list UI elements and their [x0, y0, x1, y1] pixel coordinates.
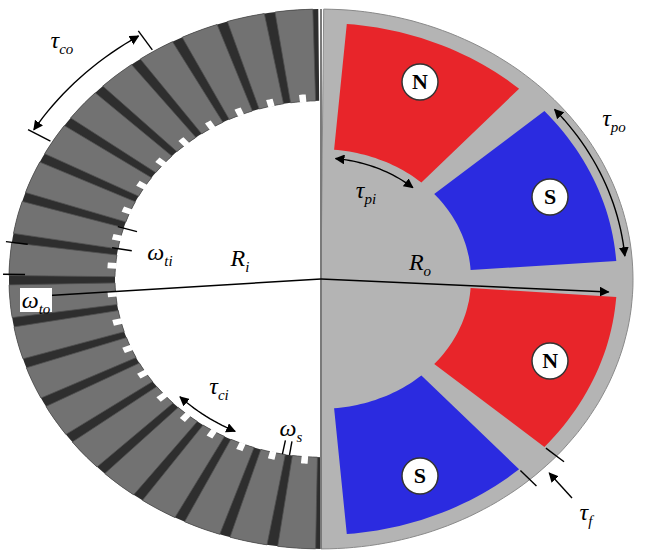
stator-tooth: [278, 456, 318, 549]
tooth-notch: [122, 345, 133, 353]
tooth-notch: [236, 442, 246, 451]
rotor-back-iron: [321, 9, 633, 549]
dimension-symbol: Ri: [231, 246, 250, 270]
tooth-notch: [299, 94, 306, 102]
tooth-notch: [155, 158, 166, 167]
pole-letter: N: [400, 62, 440, 102]
radius-arrow: [321, 279, 609, 292]
pole-circle: N: [400, 62, 440, 102]
tooth-notch: [137, 370, 148, 379]
dimension-symbol: ωto: [20, 288, 53, 312]
stator-tooth: [9, 283, 117, 318]
tooth-notch: [178, 137, 189, 147]
pole-letter: S: [530, 177, 570, 217]
tooth-notch: [205, 120, 215, 130]
tooth-notch: [235, 107, 245, 116]
leader-line: [549, 473, 572, 498]
dimension-arc: [555, 109, 625, 256]
extension-line: [138, 31, 152, 50]
dimension-symbol: τpi: [356, 178, 376, 202]
tooth-notch: [266, 99, 275, 108]
dimension-tick: [289, 441, 291, 455]
dimension-symbol: τci: [209, 374, 228, 398]
dimension-symbol: τpo: [602, 106, 626, 130]
radius-line: [37, 279, 321, 296]
dimension-tick: [6, 242, 28, 245]
pole-circle: S: [400, 456, 440, 496]
stator-tooth: [275, 9, 316, 103]
pole-letter: N: [530, 341, 570, 381]
tooth-notch: [301, 456, 308, 464]
permanent-magnet: [434, 111, 616, 270]
tooth-notch: [207, 429, 217, 439]
pole-circle: N: [530, 341, 570, 381]
tooth-notch: [112, 234, 122, 241]
tooth-notch: [156, 392, 167, 401]
dimension-arc: [336, 159, 413, 188]
dimension-tick: [118, 227, 137, 232]
dimension-symbol: ωs: [280, 416, 303, 440]
extension-line: [28, 130, 50, 141]
stator-tooth: [14, 311, 124, 359]
tooth-notch: [268, 451, 277, 460]
dimension-tick: [282, 440, 285, 454]
pole-circle: S: [530, 177, 570, 217]
dimension-symbol: τf: [580, 500, 593, 524]
pole-letter: S: [400, 456, 440, 496]
dimension-tick: [546, 448, 564, 462]
tooth-notch: [112, 318, 122, 325]
dimension-tick: [3, 273, 25, 275]
tooth-notch: [180, 412, 191, 422]
dimension-symbol: τco: [51, 28, 74, 52]
stator-tooth: [227, 14, 283, 109]
tooth-notch: [107, 262, 116, 268]
dimension-symbol: ωti: [147, 240, 172, 264]
tooth-notch: [122, 206, 133, 214]
dimension-tick: [520, 471, 536, 486]
dimension-arc: [34, 36, 139, 130]
permanent-magnet: [334, 375, 519, 534]
dimension-tick: [112, 248, 132, 251]
stator-tooth: [9, 243, 117, 277]
dimension-symbol: Ro: [409, 250, 431, 274]
tooth-notch: [136, 181, 147, 190]
stator-core: [9, 9, 321, 549]
